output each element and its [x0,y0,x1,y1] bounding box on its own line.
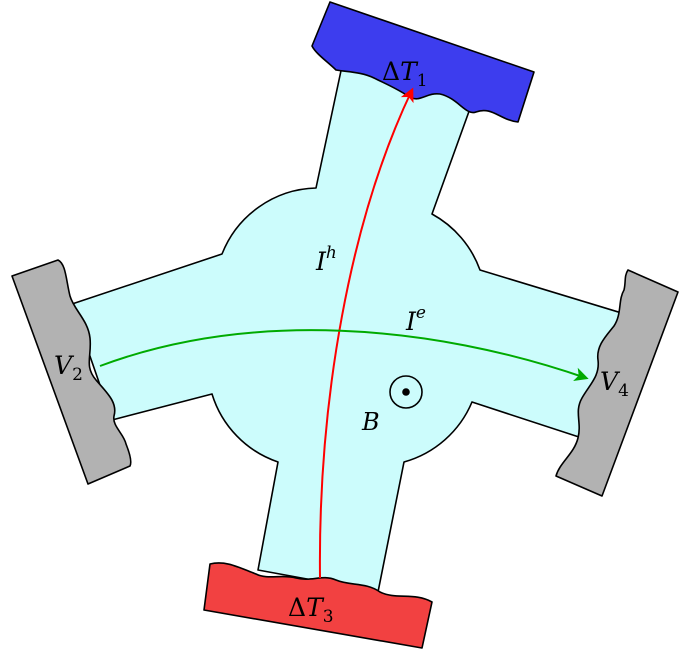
top-contact-label: ΔT1 [382,57,428,91]
right-contact-pad [555,269,679,497]
hole-current-arrow [318,87,414,579]
bottom-contact-pad [203,562,433,649]
device-body [71,65,639,593]
right-contact-label: V4 [600,367,629,401]
magnetic-field-label: B [361,408,380,436]
left-contact-label: V2 [54,351,83,385]
electron-current-arrow [99,329,589,381]
out-of-page-field-icon [389,375,423,409]
hole-current-label: Ih [315,243,337,276]
bottom-contact-label: ΔT3 [288,593,334,627]
electron-current-label: Ie [405,303,426,336]
left-contact-pad [11,259,132,485]
